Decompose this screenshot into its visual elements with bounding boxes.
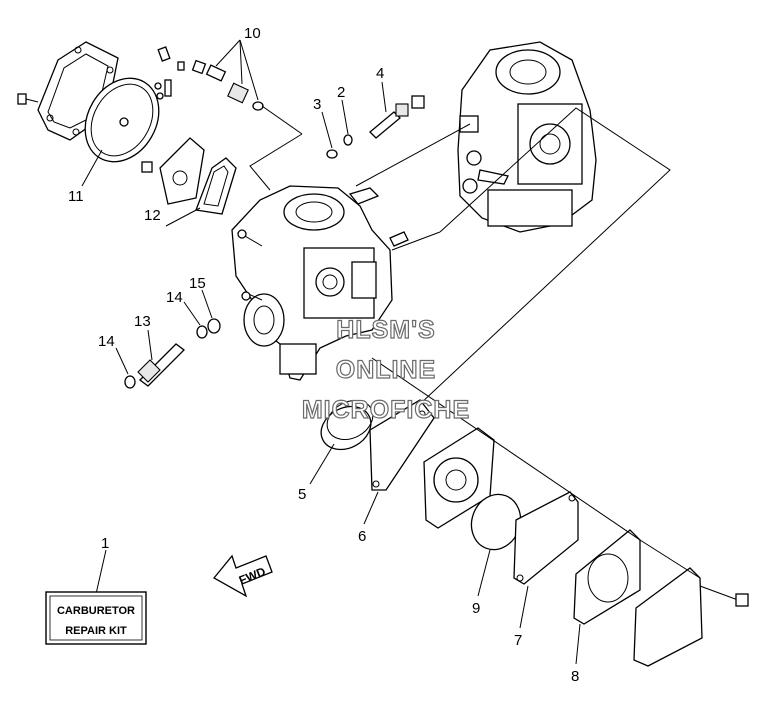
callout-12: 12	[144, 207, 161, 224]
callout-3: 3	[313, 96, 321, 113]
part-14-washer-upper	[196, 325, 208, 339]
part-2-spring	[343, 134, 353, 146]
watermark: HLSM'S ONLINE MICROFICHE	[301, 315, 470, 424]
callout-2: 2	[337, 84, 345, 101]
callout-9: 9	[472, 600, 480, 617]
part-15-o-ring	[207, 318, 221, 334]
part-11-screw	[17, 93, 39, 105]
callout-6: 6	[358, 528, 366, 545]
carburetor-rear-body	[457, 41, 597, 233]
repair-kit-line2: REPAIR KIT	[65, 625, 127, 637]
leader-lines	[81, 39, 701, 665]
callout-15: 15	[189, 275, 206, 292]
callout-14-upper: 14	[166, 289, 183, 306]
callout-14-lower: 14	[98, 333, 115, 350]
watermark-line2: ONLINE	[336, 356, 436, 384]
callout-labels: 1 2 3 4 5 6 7 8 9 10 11 12 13 14 14 15	[68, 25, 579, 685]
part-14-washer-lower	[124, 375, 136, 389]
callout-13: 13	[134, 313, 151, 330]
part-5-gasket	[320, 400, 374, 451]
callout-11: 11	[68, 188, 84, 205]
part-end-cover	[633, 567, 749, 667]
part-10-needle-valve	[205, 64, 264, 111]
repair-kit-line1: CARBURETOR	[57, 605, 135, 617]
callout-1: 1	[101, 535, 109, 552]
repair-kit-box: CARBURETOR REPAIR KIT	[45, 591, 147, 645]
callout-7: 7	[514, 632, 522, 649]
part-13-idle-screw	[137, 343, 185, 387]
callout-5: 5	[298, 486, 306, 503]
part-8-gasket	[573, 529, 641, 625]
watermark-line3: MICROFICHE	[302, 396, 470, 424]
part-12-gasket	[195, 157, 237, 215]
callout-4: 4	[376, 65, 384, 82]
callout-10: 10	[244, 25, 261, 42]
callout-8: 8	[571, 668, 579, 685]
part-4-screw	[369, 95, 425, 139]
part-3-o-ring	[326, 149, 338, 159]
part-12-pump-body	[141, 137, 205, 205]
part-11-diaphragm	[84, 77, 160, 163]
fwd-arrow-icon: FWD	[213, 554, 273, 598]
part-6-plate	[369, 399, 435, 491]
part-pump-cover	[423, 427, 495, 529]
part-small-hardware	[154, 46, 207, 100]
carburetor-main-body	[231, 185, 409, 381]
part-7-gasket	[513, 491, 579, 585]
watermark-line1: HLSM'S	[336, 316, 435, 344]
